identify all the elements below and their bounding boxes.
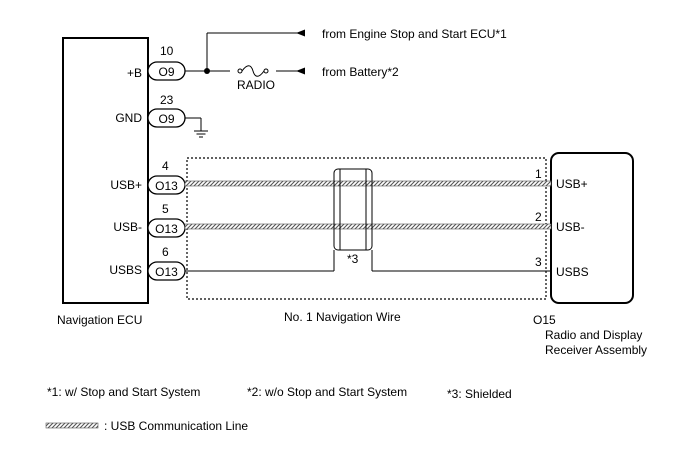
ecu-pin-name-usb-minus: USB- [113, 220, 142, 234]
ecu-pin-name-b: +B [127, 66, 142, 80]
legend-text: : USB Communication Line [104, 419, 248, 433]
from-battery-label: from Battery*2 [322, 65, 399, 79]
shield-label: *3 [347, 252, 359, 266]
ecu-pin-number-b: 10 [160, 44, 174, 58]
receiver-name-line2: Receiver Assembly [545, 343, 647, 357]
ecu-pin-number-usb-plus: 4 [162, 159, 169, 173]
legend-swatch [45, 422, 99, 429]
note-1: *1: w/ Stop and Start System [47, 385, 200, 399]
usb-minus-line [184, 223, 552, 230]
receiver-pin-name-usbs: USBS [556, 265, 589, 279]
connector-label-gnd: O9 [158, 112, 174, 126]
wire-harness-label: No. 1 Navigation Wire [284, 310, 401, 324]
connector-label-usb-minus: O13 [155, 222, 178, 236]
receiver-code: O15 [533, 313, 556, 327]
receiver-pin-name-usb-plus: USB+ [556, 177, 588, 191]
ecu-pin-name-gnd: GND [115, 111, 142, 125]
ecu-pin-number-gnd: 23 [160, 93, 174, 107]
receiver-pin-number-usb-minus: 2 [535, 210, 542, 224]
fuse-label: RADIO [237, 78, 275, 92]
navigation-ecu-label: Navigation ECU [57, 313, 142, 327]
ecu-pin-number-usb-minus: 5 [162, 202, 169, 216]
connector-label-usb-plus: O13 [155, 179, 178, 193]
usbs-line [185, 250, 551, 272]
note-3: *3: Shielded [447, 387, 512, 401]
ecu-pin-name-usbs: USBS [109, 263, 142, 277]
shield-icon [333, 168, 373, 251]
connector-label-b: O9 [158, 65, 174, 79]
navigation-ecu-box [62, 37, 149, 304]
receiver-name-line1: Radio and Display [545, 328, 642, 342]
ground-icon [185, 117, 208, 138]
arrow-icon [296, 67, 305, 75]
receiver-pin-name-usb-minus: USB- [556, 220, 585, 234]
connector-label-usbs: O13 [155, 265, 178, 279]
ecu-pin-number-usbs: 6 [162, 245, 169, 259]
fuse-icon [230, 65, 276, 77]
usb-plus-line [184, 180, 552, 187]
ecu-pin-name-usb-plus: USB+ [110, 178, 142, 192]
receiver-pin-number-usbs: 3 [535, 255, 542, 269]
note-2: *2: w/o Stop and Start System [247, 385, 407, 399]
receiver-pin-number-usb-plus: 1 [535, 167, 542, 181]
arrow-icon [296, 29, 305, 37]
from-engine-label: from Engine Stop and Start ECU*1 [322, 27, 507, 41]
